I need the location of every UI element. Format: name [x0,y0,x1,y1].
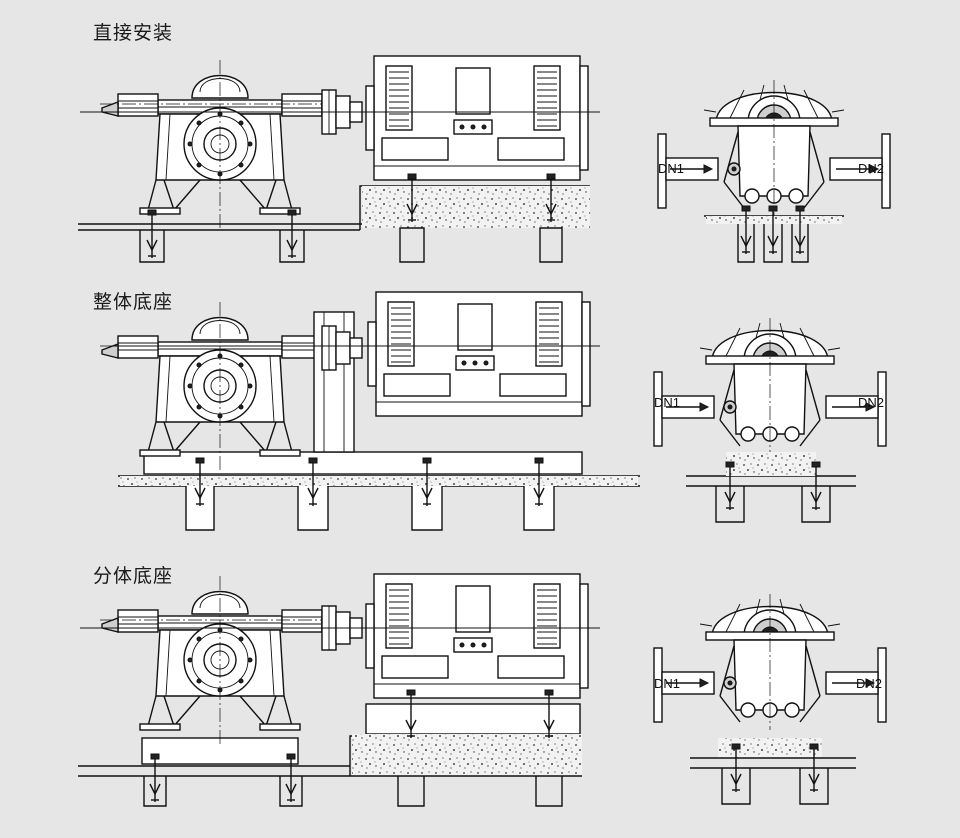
split-base-front-view [78,573,600,807]
integral-base-front-view [99,291,640,531]
direct-mount-side-view: DN1 DN2 [657,79,891,263]
section-title-direct-mount: 直接安装 [93,22,174,44]
dn2-label: DN2 [856,676,882,691]
split-base-side-view: DN1 DN2 [653,593,887,805]
direct-mount-front-view [78,55,600,263]
dn1-label: DN1 [654,395,680,410]
integral-base-side-view: DN1 DN2 [653,317,887,523]
dn1-label: DN1 [654,676,680,691]
dn1-label: DN1 [658,161,684,176]
dn2-label: DN2 [858,161,884,176]
section-title-integral-base: 整体底座 [93,291,174,313]
dn2-label: DN2 [858,395,884,410]
section-title-split-base: 分体底座 [93,565,174,587]
